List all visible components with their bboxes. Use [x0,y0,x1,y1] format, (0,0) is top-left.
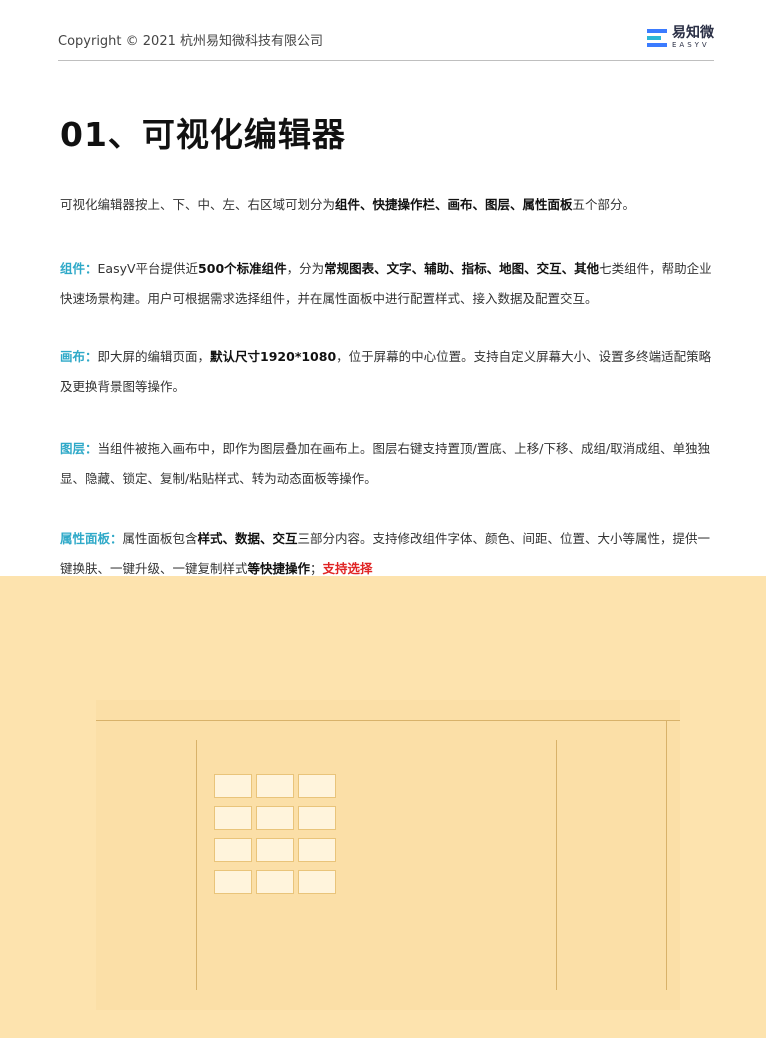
canvas-paragraph: 画布：即大屏的编辑页面，默认尺寸1920*1080，位于屏幕的中心位置。支持自定… [60,342,712,402]
properties-text-1: 属性面板包含 [122,531,198,546]
components-paragraph: 组件：EasyV平台提供近500个标准组件，分为常规图表、文字、辅助、指标、地图… [60,254,712,314]
intro-paragraph: 可视化编辑器按上、下、中、左、右区域可划分为组件、快捷操作栏、画布、图层、属性面… [60,190,712,220]
components-label: 组件： [60,261,98,276]
screenshot-right-divider [556,740,557,990]
logo-cn-text: 易知微 [672,25,714,41]
component-thumb [214,774,252,798]
component-thumb [256,870,294,894]
canvas-text-1: 即大屏的编辑页面， [97,349,211,364]
components-text-1: EasyV平台提供近 [97,261,199,276]
component-thumb [298,870,336,894]
section-title: 01、可视化编辑器 [60,115,346,154]
component-thumb [298,806,336,830]
properties-bold-1: 样式、数据、交互 [197,531,298,546]
properties-text-2: 三部分内容。支持修改组件字体、颜色、间距、位置、大小等属性，提供一键换肤、一键升… [60,531,711,576]
properties-label: 属性面板： [60,531,123,546]
easyv-logo: 易知微 EASYV [646,26,714,49]
easyv-logo-icon [647,28,667,47]
screenshot-topbar-line [96,720,680,721]
properties-red-text: 支持选择 [322,561,373,576]
component-thumb [214,870,252,894]
component-thumb [214,806,252,830]
layers-label: 图层： [60,441,98,456]
component-thumb [256,774,294,798]
layers-paragraph: 图层：当组件被拖入画布中，即作为图层叠加在画布上。图层右键支持置顶/置底、上移/… [60,434,712,494]
canvas-label: 画布： [60,349,98,364]
components-text-3: 七类组件，帮助企业快速场景构建。用户可根据需求选择组件，并在属性面板中进行配置样… [60,261,712,306]
components-bold-1: 500个标准组件 [198,261,287,276]
canvas-text-2: ，位于屏幕的中心位置。支持自定义屏幕大小、设置多终端适配策略及更换背景图等操作。 [60,349,712,394]
canvas-bold-1: 默认尺寸1920*1080 [210,349,337,364]
logo-en-text: EASYV [672,41,710,49]
components-bold-2: 常规图表、文字、辅助、指标、地图、交互、其他 [324,261,600,276]
component-thumb [298,838,336,862]
properties-paragraph: 属性面板：属性面板包含样式、数据、交互三部分内容。支持修改组件字体、颜色、间距、… [60,524,712,584]
page-header: Copyright © 2021 杭州易知微科技有限公司 易知微 EASYV [58,24,714,61]
screenshot-left-divider [196,740,197,990]
component-thumb [256,806,294,830]
intro-text-2: 五个部分。 [572,197,636,212]
component-thumb [298,774,336,798]
component-thumb [256,838,294,862]
intro-bold-1: 组件、快捷操作栏、画布、图层、属性面板 [335,197,573,212]
copyright-text: Copyright © 2021 杭州易知微科技有限公司 [58,34,324,49]
component-thumb [214,838,252,862]
editor-screenshot [96,700,680,1010]
properties-bold-2: 等快捷操作 [247,561,311,576]
layers-text-1: 当组件被拖入画布中，即作为图层叠加在画布上。图层右键支持置顶/置底、上移/下移、… [60,441,711,486]
screenshot-edge-divider [666,720,667,990]
components-text-2: ，分为 [286,261,325,276]
properties-text-3: ； [310,561,323,576]
intro-text-1: 可视化编辑器按上、下、中、左、右区域可划分为 [60,197,336,212]
